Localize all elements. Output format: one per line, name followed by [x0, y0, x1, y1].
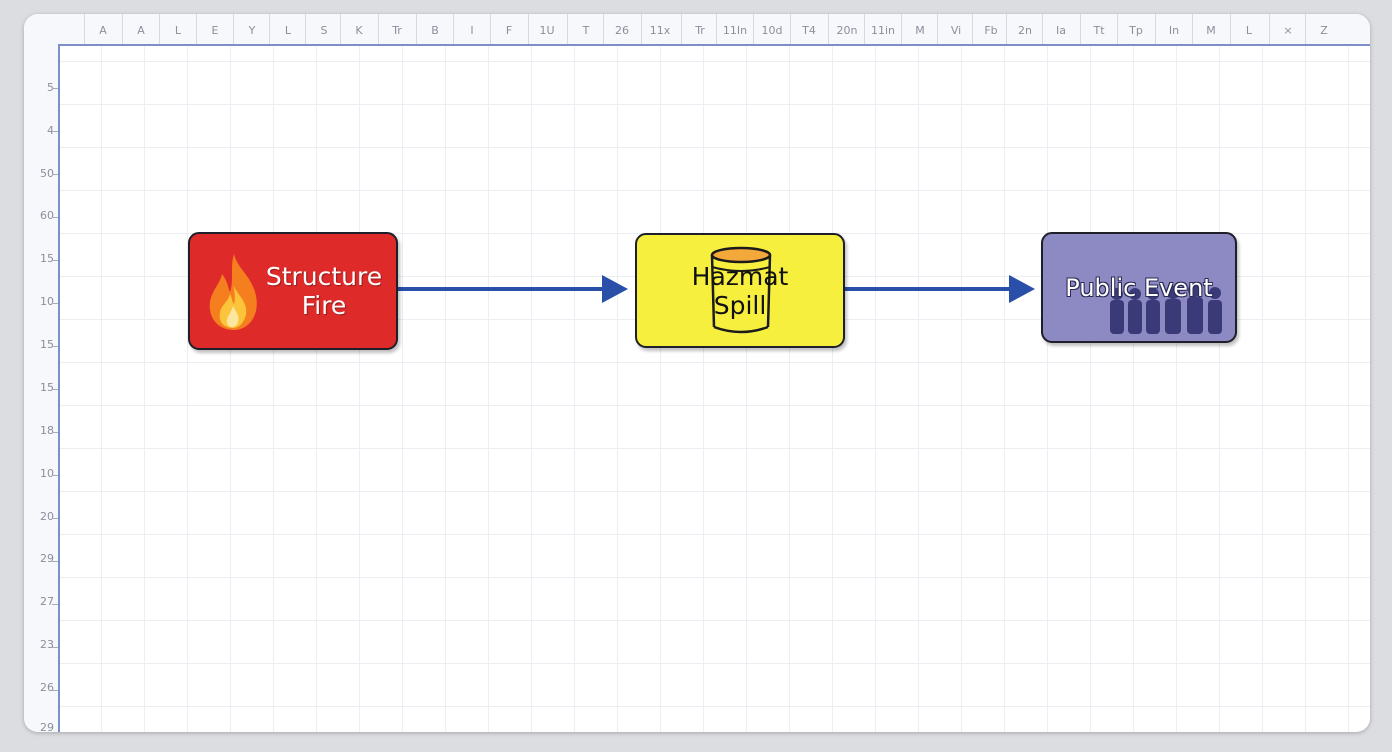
node-public-event[interactable]: Public Event — [1041, 232, 1237, 343]
node-label: Structure Fire — [262, 262, 386, 320]
top-ruler-label: Tp — [1117, 14, 1154, 44]
top-ruler-label: 26 — [603, 14, 640, 44]
left-ruler-label: 4 — [47, 124, 54, 137]
ruler-tick — [52, 88, 58, 89]
top-ruler-label: Fb — [972, 14, 1009, 44]
node-structure-fire[interactable]: Structure Fire — [188, 232, 398, 350]
top-ruler-label: 11In — [716, 14, 753, 44]
top-ruler-label: × — [1269, 14, 1306, 44]
top-ruler-label: E — [196, 14, 233, 44]
ruler-tick — [52, 346, 58, 347]
ruler-tick — [52, 260, 58, 261]
top-ruler-label: M — [901, 14, 938, 44]
label-line: Fire — [301, 291, 347, 320]
top-ruler-label: L — [269, 14, 306, 44]
ruler-tick — [52, 217, 58, 218]
left-ruler-label: 18 — [40, 424, 54, 437]
left-ruler-label: 27 — [40, 595, 54, 608]
ruler-tick — [52, 389, 58, 390]
ruler-tick — [52, 647, 58, 648]
top-ruler-label: In — [1155, 14, 1192, 44]
arrowhead-icon — [602, 275, 628, 303]
top-ruler-label: Vi — [937, 14, 974, 44]
top-ruler-label: K — [340, 14, 377, 44]
top-ruler-label: 11x — [641, 14, 678, 44]
node-hazmat-spill[interactable]: Hazmat Spill — [635, 233, 845, 348]
node-label: Public Event — [1065, 274, 1213, 302]
top-ruler-label: Tr — [378, 14, 415, 44]
ruler-tick — [52, 690, 58, 691]
left-ruler-label: 23 — [40, 638, 54, 651]
left-ruler-label: 15 — [40, 252, 54, 265]
ruler-tick — [52, 518, 58, 519]
left-ruler-label: 29 — [40, 552, 54, 565]
left-ruler-label: 26 — [40, 681, 54, 694]
top-ruler-label: Y — [233, 14, 270, 44]
left-ruler-label: 15 — [40, 338, 54, 351]
flame-icon — [209, 254, 257, 330]
diagram-window: A A L E Y L S K Tr B I F 1U T 26 11x Tr … — [24, 14, 1370, 732]
connectors — [398, 275, 1035, 303]
barrel-icon — [710, 246, 772, 334]
left-ruler-label: 10 — [40, 295, 54, 308]
left-ruler-label: 5 — [47, 81, 54, 94]
top-ruler-label: T — [567, 14, 604, 44]
top-ruler-label: A — [122, 14, 159, 44]
ruler-tick — [52, 561, 58, 562]
node-label: Hazmat Spill — [637, 262, 843, 320]
ruler-tick — [52, 604, 58, 605]
top-ruler-label: A — [84, 14, 121, 44]
top-ruler-label: B — [416, 14, 453, 44]
arrowhead-icon — [1009, 275, 1035, 303]
top-ruler-label: L — [1230, 14, 1267, 44]
ruler-tick — [52, 174, 58, 175]
top-ruler-label: M — [1192, 14, 1229, 44]
top-ruler-label: Tt — [1080, 14, 1117, 44]
top-ruler-label: L — [159, 14, 196, 44]
left-ruler-label: 60 — [40, 209, 54, 222]
top-ruler-label: T4 — [790, 14, 827, 44]
ruler-tick — [52, 432, 58, 433]
crowd-icon — [1110, 286, 1222, 334]
left-ruler-label: 20 — [40, 510, 54, 523]
left-ruler-label: 29 — [40, 721, 54, 732]
left-ruler-label: 50 — [40, 167, 54, 180]
label-line: Hazmat — [691, 262, 789, 291]
ruler-tick — [52, 475, 58, 476]
top-ruler-label: F — [490, 14, 527, 44]
top-ruler-label: 2n — [1006, 14, 1043, 44]
left-ruler-label: 10 — [40, 467, 54, 480]
left-ruler: 5 4 50 60 15 10 15 15 18 10 20 29 27 23 … — [24, 44, 58, 732]
label-line: Structure — [265, 262, 383, 291]
diagram-canvas[interactable]: Structure Fire Hazmat Spill — [58, 44, 1370, 732]
top-ruler-label: 11in — [864, 14, 901, 44]
top-ruler-label: 10d — [753, 14, 790, 44]
top-ruler-label: I — [453, 14, 490, 44]
top-ruler-label: 1U — [528, 14, 565, 44]
ruler-tick — [52, 131, 58, 132]
left-ruler-label: 15 — [40, 381, 54, 394]
top-ruler-label: 20n — [828, 14, 865, 44]
top-ruler-label: S — [305, 14, 342, 44]
top-ruler-label: Ia — [1042, 14, 1079, 44]
ruler-tick — [52, 303, 58, 304]
top-ruler-label: Tr — [681, 14, 718, 44]
top-ruler-label: Z — [1305, 14, 1342, 44]
label-line: Spill — [713, 291, 767, 320]
top-ruler: A A L E Y L S K Tr B I F 1U T 26 11x Tr … — [24, 14, 1370, 44]
